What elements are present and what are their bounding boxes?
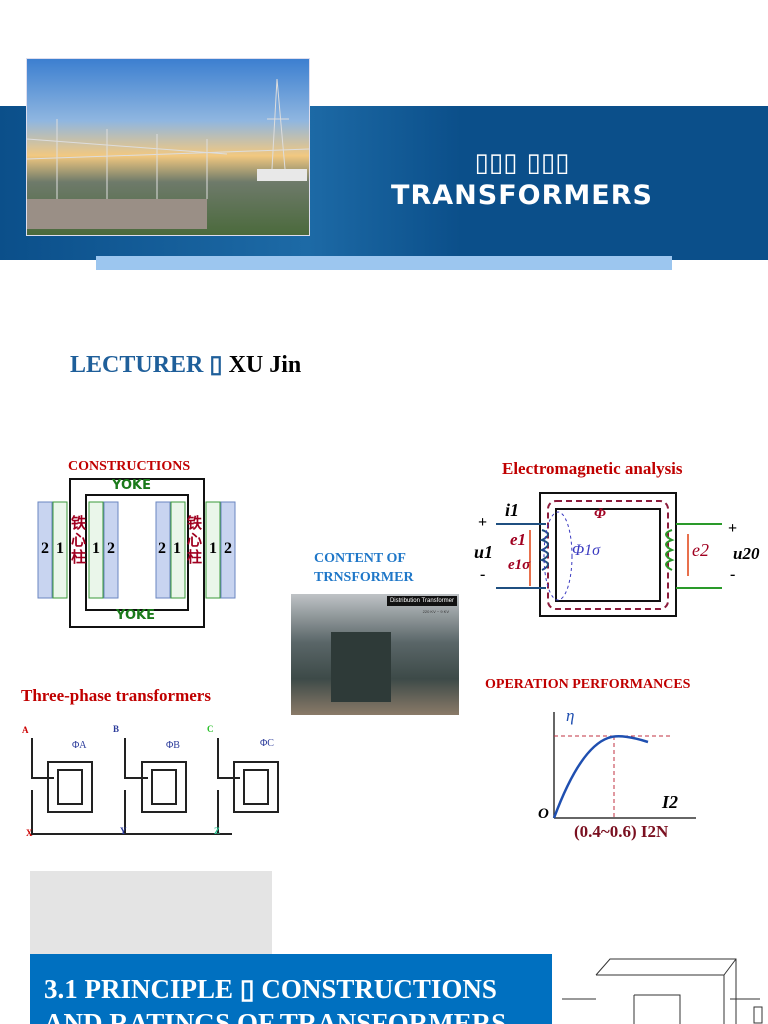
content-title-line2: TRNSFORMER	[314, 570, 414, 585]
flux-B: ΦB	[166, 740, 180, 751]
label-e1: e1	[510, 530, 527, 549]
terminal-B: B	[113, 724, 120, 734]
core-label-right: 铁心柱	[187, 516, 203, 566]
section-title-box: 3.1 PRINCIPLE ▯ CONSTRUCTIONS AND RATING…	[30, 954, 552, 1024]
electromagnetic-title: Electromagnetic analysis	[502, 459, 683, 478]
title-chinese: ▯▯▯ ▯▯▯	[474, 148, 570, 178]
title-english: TRANSFORMERS	[391, 180, 653, 211]
transformer-body	[331, 632, 391, 702]
transformer-core-sketch	[562, 958, 763, 1024]
label-plus-right: +	[728, 520, 738, 537]
label-plus-left: +	[478, 514, 488, 531]
winding-label: 1	[173, 540, 181, 557]
operation-title: OPERATION PERFORMANCES	[485, 677, 691, 692]
gray-block	[30, 871, 272, 955]
yoke-bottom-label: YOKE	[116, 608, 155, 623]
photo-caption: Distribution Transformer	[386, 596, 457, 606]
constructions-title: CONSTRUCTIONS	[68, 459, 191, 474]
constructions-diagram	[37, 478, 236, 628]
label-e2: e2	[692, 540, 709, 560]
three-phase-diagram	[31, 738, 279, 835]
flux-A: ΦA	[72, 740, 87, 751]
terminal-Y: Y	[120, 826, 127, 836]
distribution-transformer-photo: Distribution Transformer 220 KV ~ 9 KV	[291, 594, 459, 715]
label-phi: Φ	[594, 506, 606, 522]
section-title-line2: AND RATINGS OF TRANSFORMERS	[44, 1008, 507, 1024]
lecturer-line: LECTURER ▯ XU Jin	[70, 350, 301, 379]
terminal-X: X	[26, 828, 33, 838]
label-phi1sigma: Φ1σ	[572, 542, 601, 559]
winding-label: 1	[56, 540, 64, 557]
x-tick-label: (0.4~0.6) I2N	[574, 822, 669, 841]
photo-subcaption: 220 KV ~ 9 KV	[422, 609, 449, 614]
label-e1sigma: e1σ	[508, 557, 531, 573]
origin-label: O	[538, 806, 549, 822]
winding-label: 2	[158, 540, 166, 557]
x-axis-label: I2	[662, 792, 679, 812]
section-title-line1: 3.1 PRINCIPLE ▯ CONSTRUCTIONS	[44, 974, 497, 1004]
content-title-line1: CONTENT OF	[314, 551, 406, 566]
terminal-C: C	[207, 724, 214, 734]
terminal-A: A	[22, 725, 29, 735]
core-label-left: 铁心柱	[71, 516, 87, 566]
label-minus-right: -	[730, 566, 736, 583]
yoke-top-label: YOKE	[112, 478, 151, 493]
header-accent-bar	[96, 256, 672, 270]
winding-label: 2	[224, 540, 232, 557]
winding-label: 1	[92, 540, 100, 557]
three-phase-title: Three-phase transformers	[21, 686, 211, 705]
winding-label: 2	[41, 540, 49, 557]
label-i1: i1	[505, 500, 520, 520]
winding-label: 2	[107, 540, 115, 557]
terminal-Z: Z	[214, 826, 221, 836]
label-u20: u20	[733, 544, 760, 563]
lecturer-label: LECTURER ▯	[70, 352, 223, 378]
substation-photo	[26, 58, 310, 236]
lecturer-name: XU Jin	[228, 352, 302, 378]
flux-C: ΦC	[260, 738, 274, 749]
electromagnetic-diagram	[496, 492, 722, 617]
winding-label: 1	[209, 540, 217, 557]
label-u1: u1	[474, 542, 494, 562]
substation-illustration	[26, 78, 310, 229]
y-axis-label: η	[566, 706, 575, 725]
efficiency-curve	[552, 712, 696, 819]
label-minus-left: -	[480, 566, 486, 583]
